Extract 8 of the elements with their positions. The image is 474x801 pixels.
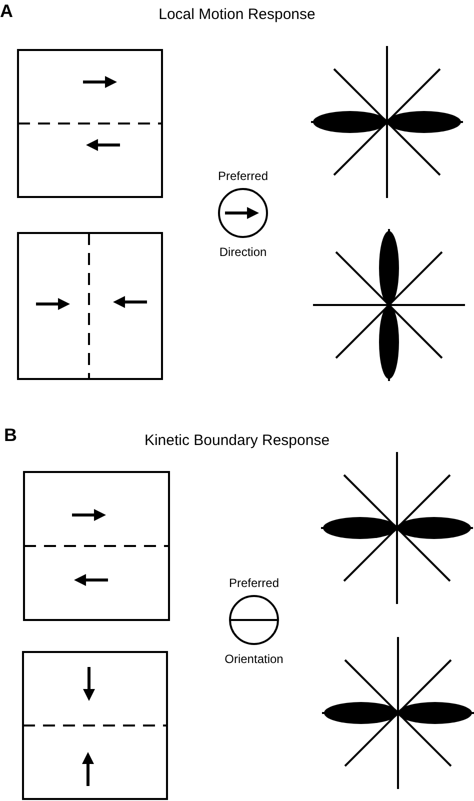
caption-text: Direction [219, 244, 267, 261]
panel-letter: B [4, 425, 17, 445]
caption-text: Preferred [228, 575, 280, 592]
panel-title: Local Motion Response [158, 6, 316, 23]
caption-text: Orientation [224, 651, 284, 668]
panel-letter: A [0, 1, 13, 21]
panel-title: Kinetic Boundary Response [144, 432, 330, 449]
caption-text: Preferred [218, 168, 268, 185]
